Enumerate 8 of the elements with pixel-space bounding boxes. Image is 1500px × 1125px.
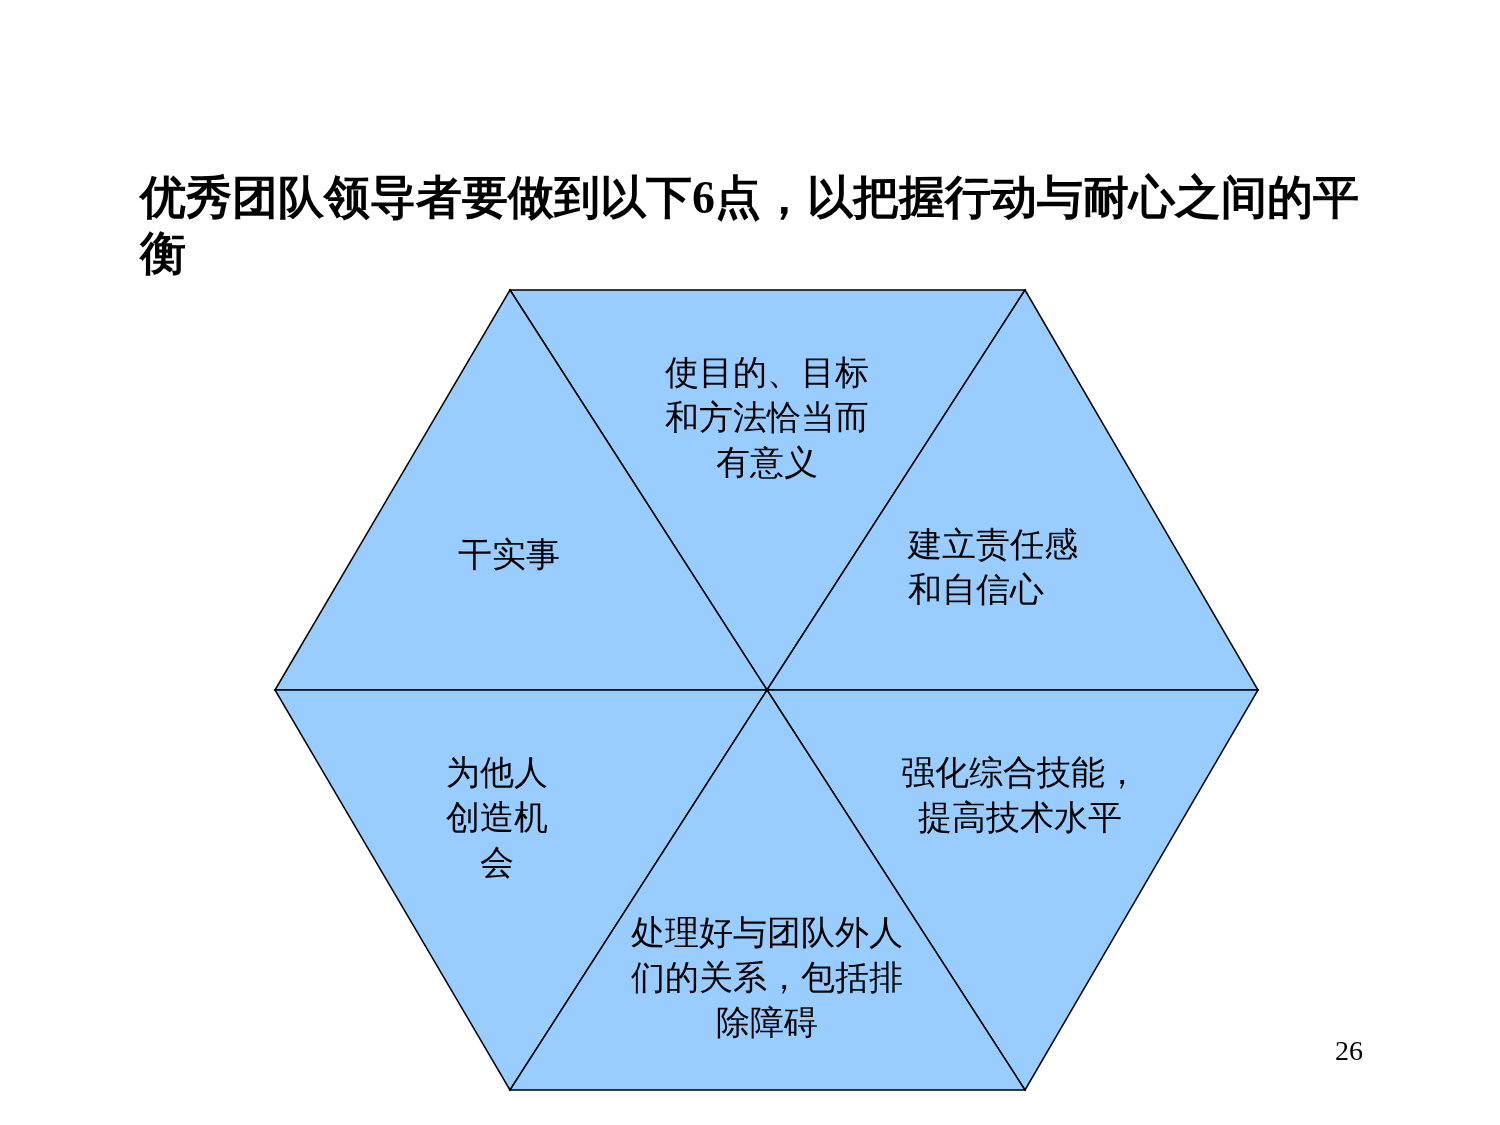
slide-title: 优秀团队领导者要做到以下6点，以把握行动与耐心之间的平衡 <box>140 171 1360 281</box>
segment-label: 强化综合技能，提高技术水平 <box>900 753 1140 838</box>
segment-label: 建立责任感和自信心 <box>908 525 1079 610</box>
segment-label: 使目的、目标和方法恰当而有意义 <box>664 353 870 483</box>
segment-label: 处理好与团队外人们的关系，包括排除障碍 <box>631 913 903 1043</box>
segment-label: 为他人创造机会 <box>445 753 549 883</box>
page-number: 26 <box>1335 1035 1363 1067</box>
segment-label: 干实事 <box>458 535 561 575</box>
